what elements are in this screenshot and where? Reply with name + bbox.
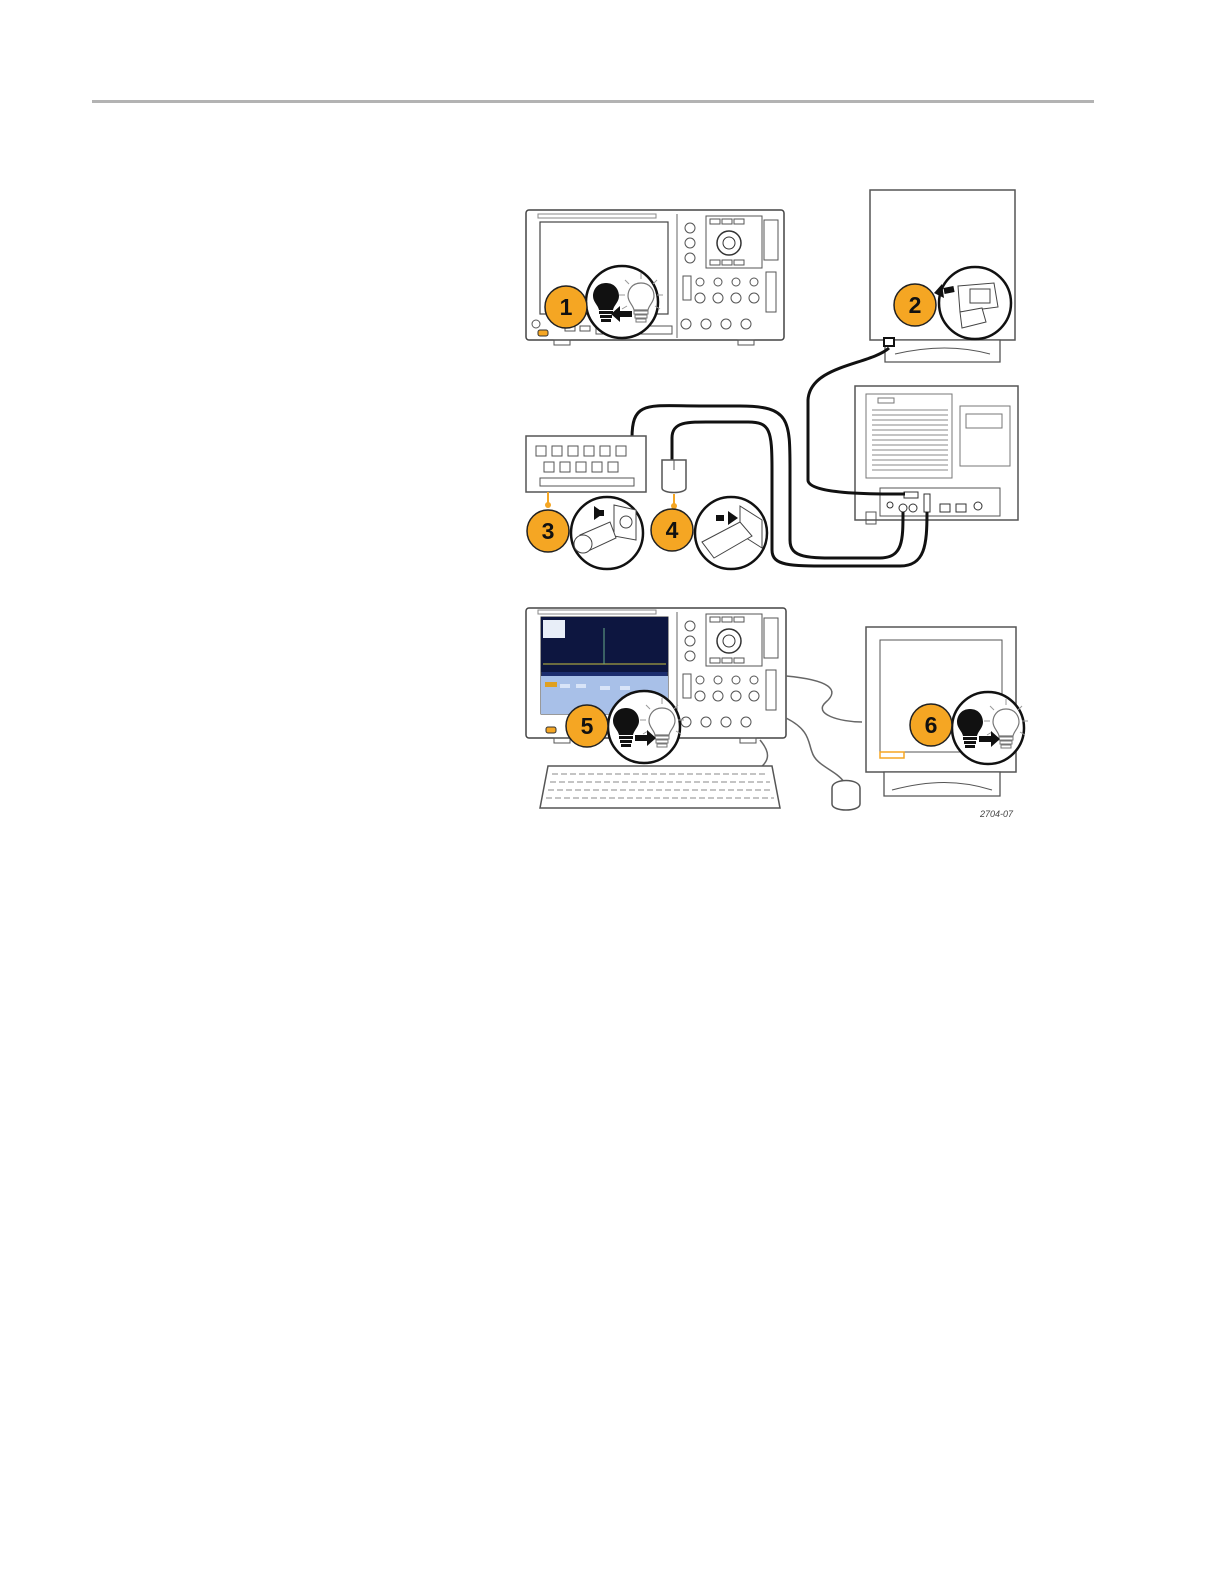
oscilloscope-rear-panel bbox=[855, 386, 1018, 524]
svg-text:4: 4 bbox=[666, 517, 679, 543]
svg-text:3: 3 bbox=[542, 518, 555, 544]
svg-text:6: 6 bbox=[925, 712, 938, 738]
keyboard-large bbox=[540, 766, 780, 808]
figure-id: 2704-07 bbox=[979, 809, 1014, 819]
svg-text:5: 5 bbox=[581, 713, 594, 739]
usb-connect-callout bbox=[695, 497, 767, 569]
mouse-small bbox=[662, 460, 686, 509]
ps2-connect-callout bbox=[571, 497, 643, 569]
step-badge-6: 6 bbox=[910, 704, 952, 746]
step-badge-2: 2 bbox=[894, 284, 936, 326]
step-badge-5: 5 bbox=[566, 705, 608, 747]
svg-text:2: 2 bbox=[909, 292, 922, 318]
step-badge-3: 3 bbox=[527, 510, 569, 552]
step-badge-4: 4 bbox=[651, 509, 693, 551]
step-badge-1: 1 bbox=[545, 286, 587, 328]
mouse-large bbox=[832, 781, 860, 811]
svg-text:1: 1 bbox=[560, 294, 573, 320]
keyboard-small bbox=[526, 436, 646, 508]
